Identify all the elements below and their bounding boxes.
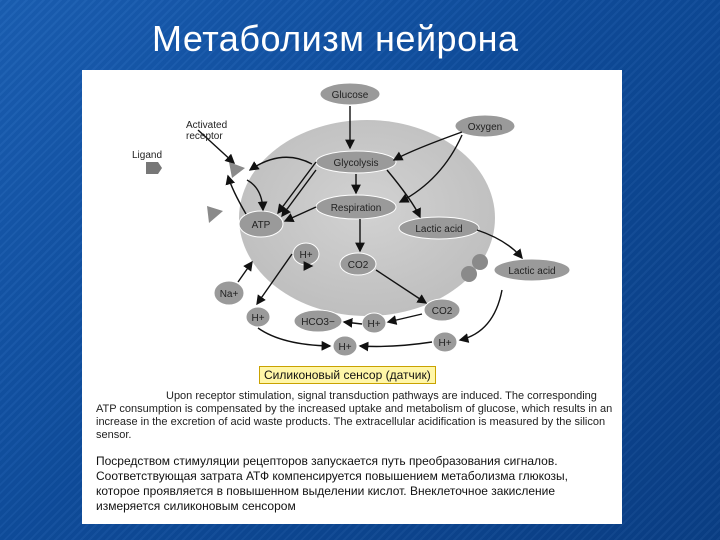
glucose-label: Glucose <box>332 90 369 101</box>
na-plus-label: Na+ <box>220 289 239 300</box>
activated-receptor-label: Activated receptor <box>186 120 228 142</box>
transporter-circle-top <box>472 254 488 270</box>
caption-english: Upon receptor stimulation, signal transd… <box>96 390 613 441</box>
glycolysis-label: Glycolysis <box>333 158 378 169</box>
co2-inner-label: CO2 <box>348 260 369 271</box>
atp-label: ATP <box>252 220 271 231</box>
lactic-acid-outer-node <box>493 258 571 282</box>
co2-outer-node <box>423 298 461 322</box>
hco3-label: HCO3− <box>301 317 335 328</box>
ligand-shape <box>146 162 162 174</box>
h-plus-mid-label: H+ <box>367 319 380 330</box>
caption-russian: Посредством стимуляции рецепторов запуск… <box>96 454 568 513</box>
arrows <box>197 106 523 352</box>
lactic-acid-inner-label: Lactic acid <box>415 224 462 235</box>
glucose-node <box>319 82 381 106</box>
co2-inner-node <box>339 252 377 276</box>
h-plus-right-label: H+ <box>438 338 451 349</box>
metabolism-diagram: Glucose Oxygen Glycolysis Respiration AT… <box>132 82 571 357</box>
respiration-label: Respiration <box>331 203 382 214</box>
hco3-node <box>293 309 343 333</box>
h-plus-inner-node <box>292 242 320 266</box>
sensor-label: Силиконовый сенсор (датчик) <box>259 366 436 384</box>
h-plus-left-node <box>245 306 271 328</box>
oxygen-label: Oxygen <box>468 122 502 133</box>
receptor-notch-middle <box>207 206 223 223</box>
h-plus-bottom-label: H+ <box>338 342 351 353</box>
ligand-label: Ligand <box>132 150 162 161</box>
na-plus-node <box>213 280 245 306</box>
h-plus-mid-node <box>361 312 387 334</box>
transporter-circle-bottom <box>461 266 477 282</box>
lactic-acid-outer-label: Lactic acid <box>508 266 555 277</box>
activated-receptor-label-box: Activated receptor <box>186 120 228 142</box>
h-plus-left-label: H+ <box>251 313 264 324</box>
receptor-notch-top <box>229 162 245 178</box>
lactic-acid-inner-node <box>398 216 480 240</box>
h-plus-inner-label: H+ <box>299 250 312 261</box>
co2-outer-label: CO2 <box>432 306 453 317</box>
oxygen-node <box>454 114 516 138</box>
h-plus-bottom-node <box>332 335 358 357</box>
diagram-panel: Glucose Oxygen Glycolysis Respiration AT… <box>82 70 622 524</box>
slide-title: Метаболизм нейрона <box>152 18 519 59</box>
h-plus-right-node <box>432 331 458 353</box>
